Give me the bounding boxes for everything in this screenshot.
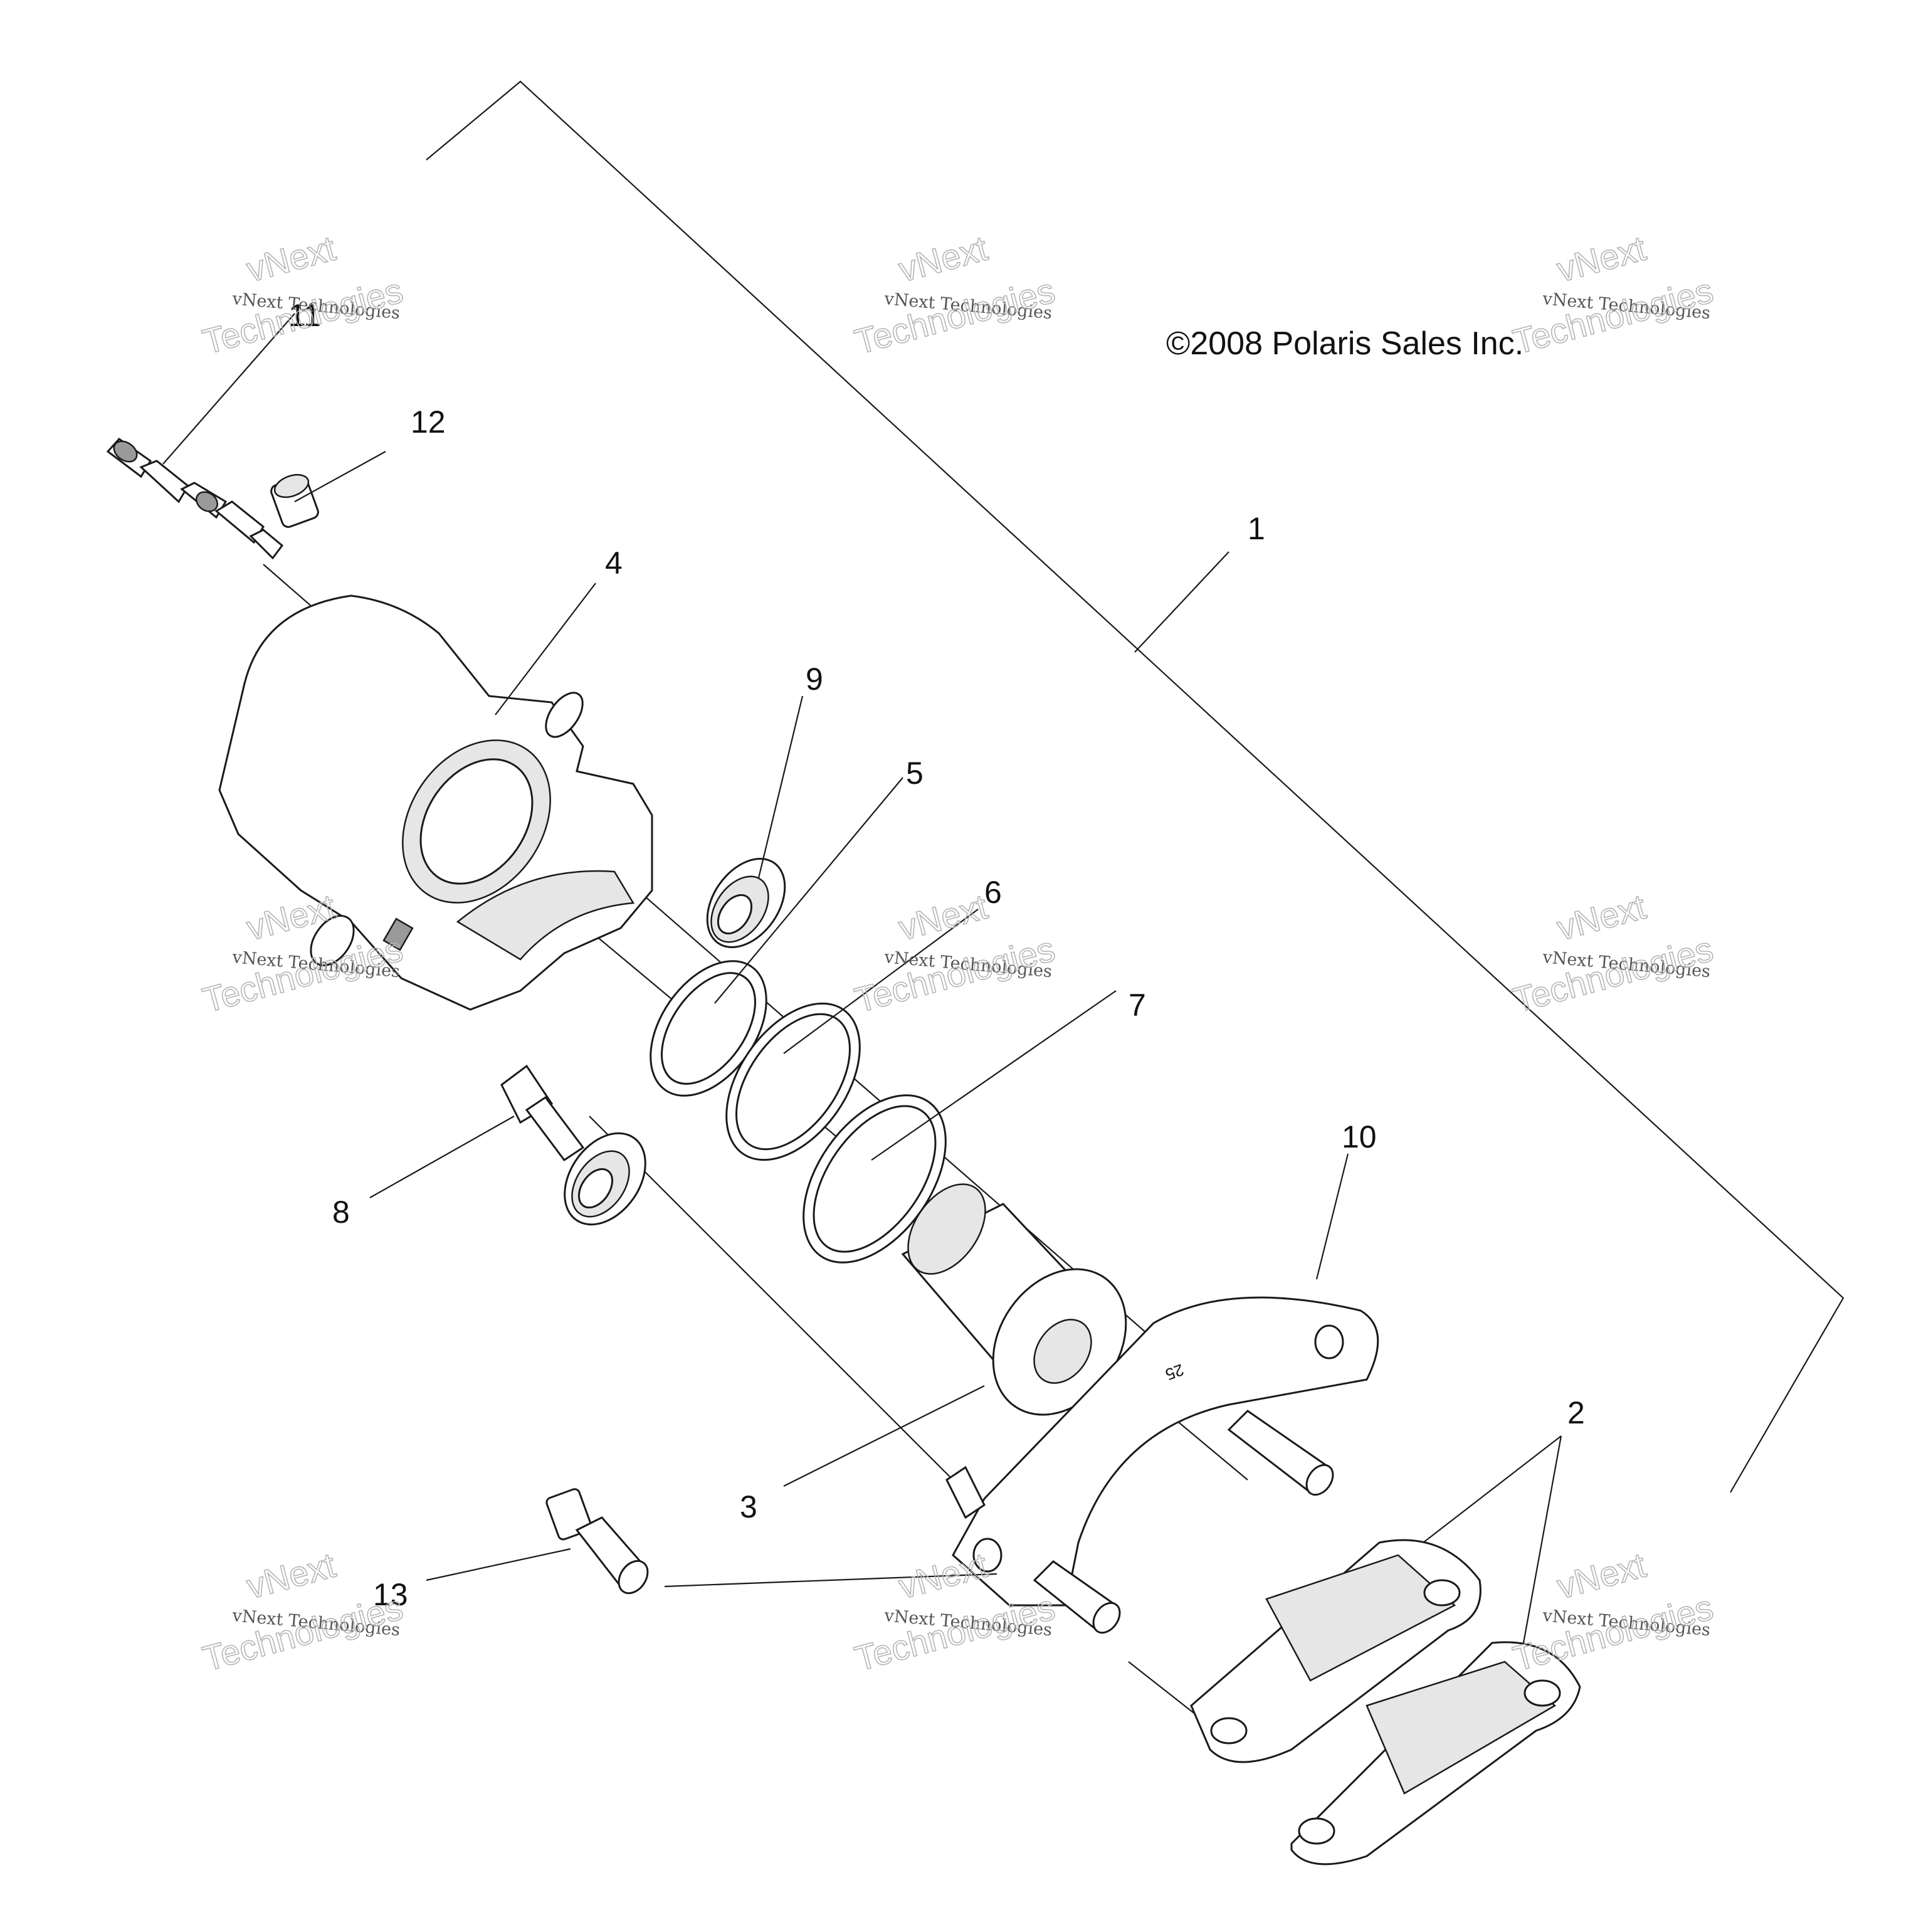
bracket-pins [945,1410,1334,1634]
callout-3: 3 [740,1489,757,1524]
watermark: vNext vNext Technologies Technologies [1508,886,1718,1021]
callout-13: 13 [373,1577,408,1612]
mounting-bolt [545,1488,649,1595]
callout-12: 12 [411,404,446,440]
svg-text:vNext: vNext [1553,1545,1650,1607]
seal-ring-7 [802,1094,947,1264]
svg-text:Technologies: Technologies [199,929,407,1020]
callout-1: 1 [1248,511,1265,546]
caliper-piston [901,1183,1127,1416]
watermark: vNext vNext Technologies Technologies [198,228,408,362]
callout-4: 4 [605,546,623,581]
svg-text:vNext: vNext [1553,887,1650,948]
callouts: 1 2 3 4 5 6 7 8 9 10 11 12 13 [288,298,1585,1612]
watermark: vNext vNext Technologies Technologies [850,886,1060,1021]
svg-text:Technologies: Technologies [1509,929,1717,1020]
svg-text:vNext: vNext [895,887,992,948]
watermark: vNext vNext Technologies Technologies [1508,228,1718,362]
callout-2: 2 [1567,1395,1585,1430]
copyright-notice: ©2008 Polaris Sales Inc. [1166,325,1523,362]
svg-text:vNext: vNext [243,1545,340,1607]
callout-7: 7 [1129,988,1146,1023]
slide-pin-8 [500,1064,646,1226]
svg-text:Technologies: Technologies [199,270,407,361]
svg-text:vNext: vNext [895,1545,992,1607]
seal-ring-5 [650,960,767,1097]
watermark: vNext vNext Technologies Technologies [850,228,1060,362]
svg-text:Technologies: Technologies [199,1587,407,1678]
bleeder-fitting-assembly [106,438,284,560]
callout-9: 9 [806,662,823,697]
brake-pad-inner [1290,1641,1581,1866]
caliper-bracket: 25 [952,1296,1379,1607]
svg-text:Technologies: Technologies [1509,270,1717,361]
svg-text:vNext: vNext [895,228,992,290]
brake-pad-outer [1190,1539,1481,1763]
caliper-body [218,594,653,1011]
seal-ring-6 [725,1002,861,1161]
axis-line-pin [589,1116,960,1487]
svg-text:Technologies: Technologies [851,270,1059,361]
svg-text:Technologies: Technologies [1509,1587,1717,1678]
callout-10: 10 [1342,1119,1377,1154]
callout-11: 11 [288,298,321,333]
callout-6: 6 [984,875,1002,910]
assembly-bracket [426,80,1844,1493]
bleeder-cap [270,473,319,528]
callout-8: 8 [332,1195,350,1230]
svg-text:vNext: vNext [243,228,340,290]
watermark: vNext vNext Technologies Technologies [198,1544,408,1679]
watermark: vNext vNext Technologies Technologies [1508,1544,1718,1679]
svg-text:vNext: vNext [1553,228,1650,290]
leader-lines [162,313,1562,1644]
callout-5: 5 [906,756,924,791]
svg-text:Technologies: Technologies [851,1587,1059,1678]
upper-pin-boot [706,857,786,949]
svg-text:Technologies: Technologies [851,929,1059,1020]
